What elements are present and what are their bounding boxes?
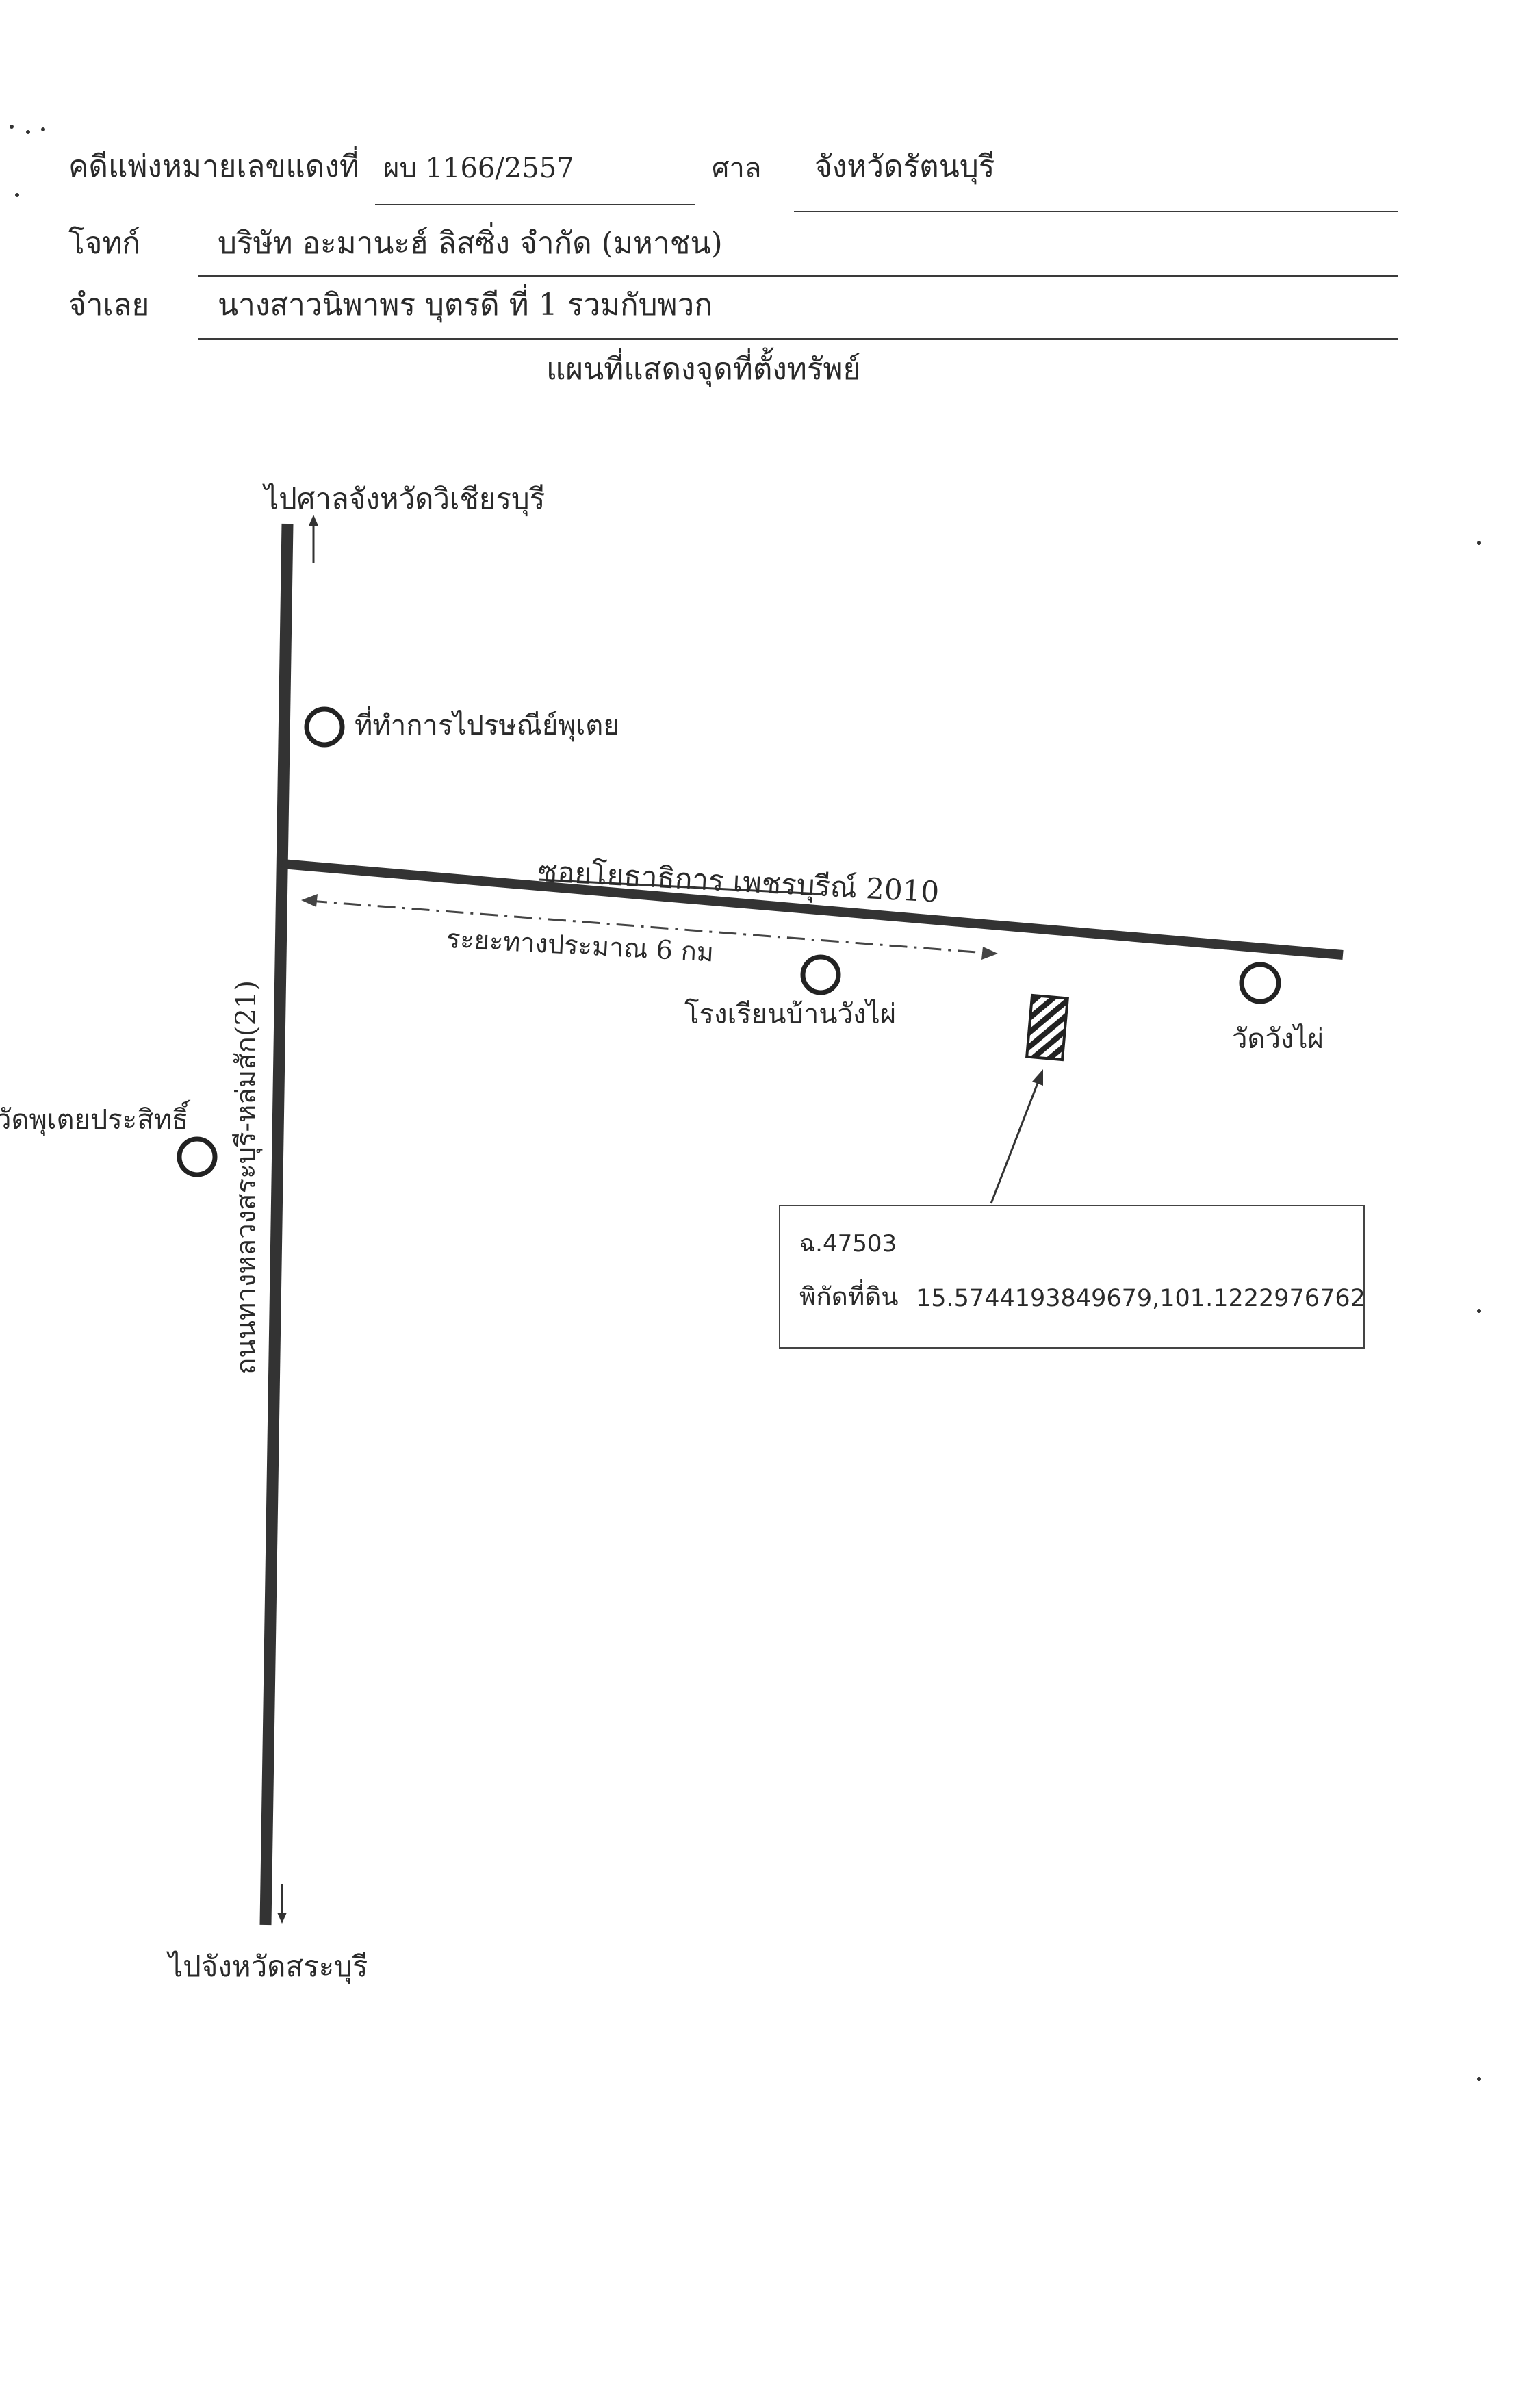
scan-speck bbox=[1477, 1309, 1481, 1313]
court-name: จังหวัดรัตนบุรี bbox=[814, 149, 995, 184]
map-title: แผนที่แสดงจุดที่ตั้งทรัพย์ bbox=[546, 352, 861, 387]
post-office-marker bbox=[304, 706, 345, 748]
scan-speck bbox=[41, 127, 45, 131]
main-highway-road bbox=[259, 523, 294, 1926]
temple-east-marker bbox=[1239, 962, 1281, 1004]
coordinate-label: พิกัดที่ดิน bbox=[799, 1282, 899, 1312]
distance-dimension-line bbox=[301, 894, 998, 960]
side-road-label-underline bbox=[539, 878, 822, 895]
temple-east-label: วัดวังไผ่ bbox=[1232, 1023, 1324, 1055]
plaintiff-underline bbox=[198, 275, 1398, 277]
side-road bbox=[281, 859, 1344, 960]
defendant-name: นางสาวนิพาพร บุตรดี ที่ 1 รวมกับพวก bbox=[218, 288, 713, 322]
case-number-label: คดีแพ่งหมายเลขแดงที่ bbox=[68, 149, 359, 184]
property-parcel bbox=[1025, 993, 1069, 1062]
property-info-box bbox=[779, 1205, 1365, 1349]
property-leader-arrow bbox=[990, 1069, 1043, 1204]
deed-number: ฉ.47503 bbox=[799, 1230, 897, 1258]
case-number-value: ผบ 1166/2557 bbox=[383, 153, 574, 184]
north-arrow bbox=[309, 515, 318, 563]
scan-speck bbox=[26, 130, 30, 134]
scan-speck bbox=[10, 125, 14, 129]
temple-west-label: วัดพุเตยประสิทธิ์ bbox=[0, 1104, 189, 1136]
coordinate-value: 15.5744193849679,101.1222976762 bbox=[916, 1285, 1365, 1312]
plaintiff-label: โจทก์ bbox=[68, 226, 141, 261]
to-north-label: ไปศาลจังหวัดวิเชียรบุรี bbox=[264, 482, 546, 515]
defendant-underline bbox=[198, 338, 1398, 340]
school-label: โรงเรียนบ้านวังไผ่ bbox=[684, 999, 897, 1030]
post-office-label: ที่ทำการไปรษณีย์พุเตย bbox=[355, 710, 619, 741]
school-marker bbox=[800, 954, 841, 995]
main-highway-label: ถนนทางหลวงสระบุรี-หล่มสัก(21) bbox=[231, 980, 262, 1375]
court-label: ศาล bbox=[712, 153, 762, 184]
temple-west-marker bbox=[177, 1136, 218, 1177]
to-south-label: ไปจังหวัดสระบุรี bbox=[168, 1950, 368, 1983]
scan-speck bbox=[1477, 541, 1481, 545]
south-arrow bbox=[277, 1884, 287, 1924]
court-name-underline bbox=[794, 211, 1398, 212]
scan-speck bbox=[15, 193, 19, 197]
case-number-underline bbox=[375, 204, 695, 205]
plaintiff-name: บริษัท อะมานะฮ์ ลิสซิ่ง จำกัด (มหาชน) bbox=[218, 226, 723, 261]
defendant-label: จำเลย bbox=[68, 288, 150, 322]
scan-speck bbox=[1477, 2077, 1481, 2081]
